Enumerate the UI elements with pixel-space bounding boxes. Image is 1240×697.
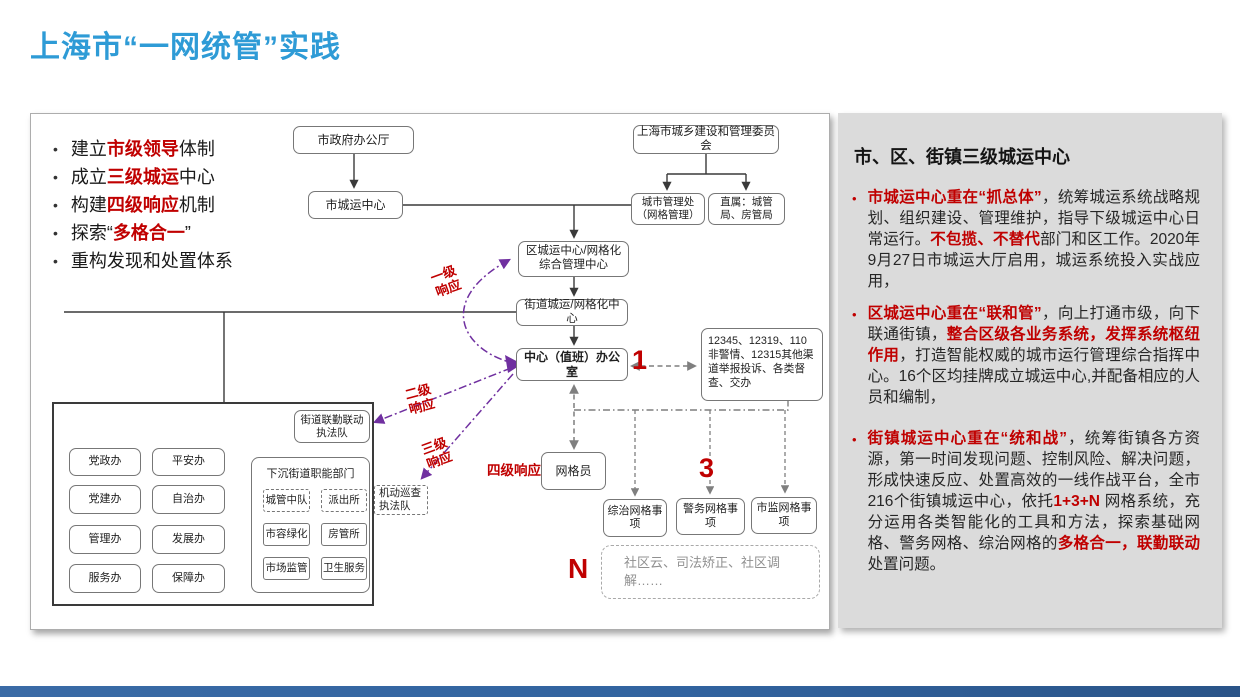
info-bullet: • 区城运中心重在“联和管”，向上打通市级，向下联通街镇，整合区级各业务系统，发… [852, 304, 1200, 409]
info-bullet: • 街镇城运中心重在“统和战”，统筹街镇各方资源，第一时间发现问题、控制风险、解… [852, 429, 1200, 575]
node-sunken-item: 派出所 [321, 489, 367, 512]
node-district-center: 区城运中心/网格化综合管理中心 [518, 241, 629, 277]
key-point: •探索“多格合一” [53, 222, 191, 243]
node-sunken-item: 市容绿化 [263, 523, 310, 546]
node-grid-item: 综治网格事项 [603, 499, 667, 537]
footer-bar [0, 686, 1240, 697]
sunken-group-title: 下沉街道职能部门 [266, 468, 355, 480]
node-office: 发展办 [152, 525, 225, 554]
purple-arrowhead [505, 355, 522, 373]
node-mobile-team: 机动巡查执法队 [374, 485, 428, 515]
node-community-services: 社区云、司法矫正、社区调解…… [601, 545, 820, 599]
bullet-dot-icon: • [53, 168, 58, 185]
label-number-1: 1 [632, 345, 648, 375]
sunken-departments-group: 下沉街道职能部门 城管中队 派出所 市容绿化 房管所 市场监管 卫生服务 [251, 457, 370, 593]
node-grid-item: 警务网格事项 [676, 498, 745, 535]
label-number-3: 3 [699, 453, 715, 483]
page-title: 上海市“一网统管”实践 [30, 31, 341, 64]
key-point: •成立三级城运中心 [53, 166, 215, 187]
node-office: 自治办 [152, 485, 225, 514]
node-office: 平安办 [152, 448, 225, 476]
bullet-dot-icon: • [53, 196, 58, 213]
bullet-dot-icon: • [53, 141, 58, 157]
node-sunken-item: 城管中队 [263, 489, 310, 512]
node-office: 管理办 [69, 525, 141, 554]
node-city-center: 市城运中心 [308, 191, 403, 219]
node-gov-office: 市政府办公厅 [293, 126, 414, 154]
info-bullet: • 市城运中心重在“抓总体”，统筹城运系统战略规划、组织建设、管理维护，指导下级… [852, 188, 1200, 293]
street-departments-frame [52, 402, 374, 606]
key-point: •建立市级领导体制 [53, 139, 215, 159]
node-duty-office: 中心（值班）办公室 [516, 348, 628, 381]
label-level4-response: 四级响应 [487, 463, 541, 478]
bullet-dot-icon: • [53, 252, 58, 269]
node-office: 保障办 [152, 564, 225, 593]
key-point: •构建四级响应机制 [53, 194, 215, 215]
bullet-dot-icon: • [852, 191, 857, 206]
label-number-n: N [568, 553, 589, 584]
node-direct-bureaus: 直属：城管局、房管局 [708, 193, 785, 225]
key-points-list: •建立市级领导体制 •成立三级城运中心 •构建四级响应机制 •探索“多格合一” … [53, 140, 283, 279]
key-point: •重构发现和处置体系 [53, 250, 233, 271]
node-sunken-item: 房管所 [321, 523, 367, 546]
node-joint-team: 街道联勤联动执法队 [294, 410, 370, 443]
node-grid-item: 市监网格事项 [751, 497, 817, 534]
flowchart-panel: •建立市级领导体制 •成立三级城运中心 •构建四级响应机制 •探索“多格合一” … [30, 113, 830, 630]
node-sunken-item: 卫生服务 [321, 557, 367, 580]
bullet-dot-icon: • [852, 432, 857, 447]
node-mgmt-division: 城市管理处（网格管理） [631, 193, 705, 225]
info-panel-heading: 市、区、街镇三级城运中心 [854, 147, 1070, 167]
bullet-dot-icon: • [53, 224, 58, 241]
node-street-center: 街道城运/网格化中心 [516, 299, 628, 326]
node-grid-worker: 网格员 [541, 452, 606, 490]
bullet-dot-icon: • [852, 307, 857, 322]
node-hotline: 12345、12319、110非警情、12315其他渠道举报投诉、各类督查、交办 [701, 328, 823, 401]
node-office: 服务办 [69, 564, 141, 593]
connector-arrows [64, 154, 790, 497]
node-office: 党政办 [69, 448, 141, 476]
info-panel: 市、区、街镇三级城运中心 • 市城运中心重在“抓总体”，统筹城运系统战略规划、组… [838, 113, 1222, 628]
node-office: 党建办 [69, 485, 141, 514]
node-sunken-item: 市场监管 [263, 557, 310, 580]
node-committee: 上海市城乡建设和管理委员会 [633, 125, 779, 154]
